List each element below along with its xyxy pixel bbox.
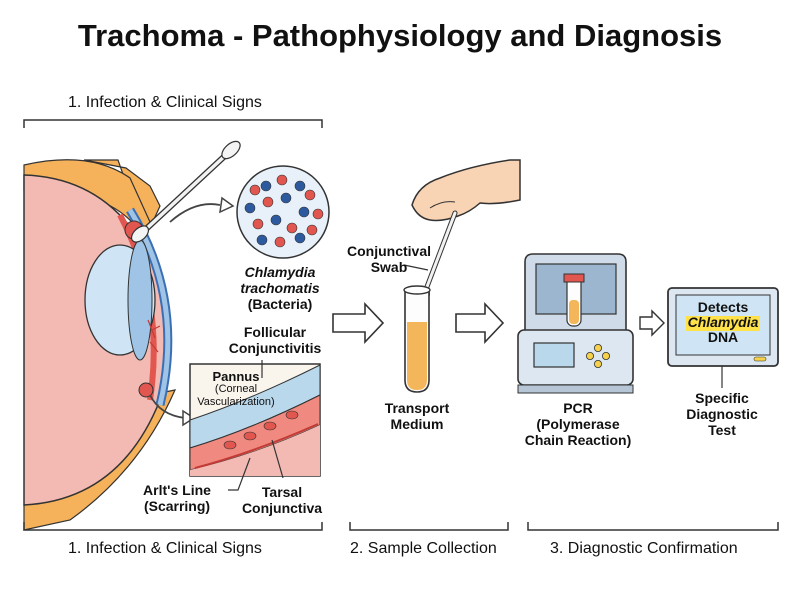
top-section-bracket [23, 119, 323, 128]
arlt-line1: Arlt's Line [143, 482, 211, 498]
tissue-pointer-arrowhead [182, 409, 196, 427]
section-label-infection-top: 1. Infection & Clinical Signs [68, 94, 262, 111]
specific-test-label: Specific Diagnostic Test [680, 390, 764, 438]
hand-illustration [411, 159, 521, 222]
follicular-label: Follicular Conjunctivitis [210, 324, 340, 356]
transport-line2: Medium [390, 416, 444, 432]
eye-cross-section [23, 159, 177, 531]
specific-line3: Test [708, 422, 736, 438]
pannus-detail1: (Corneal [214, 383, 258, 395]
transport-line1: Transport [384, 400, 450, 416]
transport-label: Transport Medium [372, 400, 462, 432]
monitor-line3: DNA [707, 329, 739, 345]
swab-label: Conjunctival Swab [340, 243, 438, 275]
pannus-detail2: Vascularization) [197, 396, 275, 408]
specific-line1: Specific [695, 390, 749, 406]
arrow-to-pcr [455, 301, 505, 345]
pannus-label: Pannus (Corneal Vascularization) [196, 370, 276, 409]
tarsal-line1: Tarsal [261, 484, 303, 500]
tarsal-line2: Conjunctiva [241, 500, 323, 516]
pcr-machine [517, 253, 634, 394]
arrow-to-monitor [639, 309, 665, 337]
bacteria-magnified-view [236, 165, 330, 259]
bacteria-pointer-arrow [169, 203, 221, 223]
tarsal-leader-line [271, 439, 284, 479]
bacteria-species: trachomatis [240, 280, 320, 296]
pcr-line1: PCR [563, 400, 593, 416]
pcr-line3: Chain Reaction) [524, 432, 632, 448]
follicular-line2: Conjunctivitis [228, 340, 322, 356]
section-label-confirmation: 3. Diagnostic Confirmation [550, 540, 738, 557]
pcr-line2: (Polymerase [536, 416, 620, 432]
bottom-brackets [23, 522, 779, 531]
result-monitor [667, 287, 779, 367]
tarsal-tissue-box [189, 363, 321, 477]
follicular-line1: Follicular [243, 324, 307, 340]
page-title: Trachoma - Pathophysiology and Diagnosis [77, 18, 723, 53]
eye-swab [130, 140, 241, 243]
monitor-line2: Chlamydia [687, 314, 759, 330]
pcr-label: PCR (Polymerase Chain Reaction) [520, 400, 636, 448]
specific-line2: Diagnostic [686, 406, 758, 422]
section-label-infection-bottom: 1. Infection & Clinical Signs [68, 540, 262, 557]
monitor-text: Detects Chlamydia DNA [676, 300, 770, 345]
swab-line1: Conjunctival [346, 243, 431, 259]
swab-line2: Swab [370, 259, 408, 275]
pannus-title: Pannus [212, 369, 260, 384]
tarsal-label: Tarsal Conjunctiva [232, 484, 332, 516]
bacteria-label: Chlamydia trachomatis (Bacteria) [230, 264, 330, 312]
swab-leader-line [403, 264, 429, 271]
section-label-collection: 2. Sample Collection [350, 540, 497, 557]
bacteria-type: (Bacteria) [247, 296, 313, 312]
bacteria-genus: Chlamydia [244, 264, 316, 280]
arlt-line2: (Scarring) [143, 498, 211, 514]
transport-tube [403, 285, 431, 393]
arlt-label: Arlt's Line (Scarring) [122, 482, 232, 514]
arlt-leader-line [228, 457, 251, 491]
tissue-pointer-arrow [149, 394, 186, 419]
arrow-to-collection [332, 301, 385, 345]
monitor-line1: Detects [697, 299, 749, 315]
bacteria-pointer-arrowhead [219, 196, 235, 214]
